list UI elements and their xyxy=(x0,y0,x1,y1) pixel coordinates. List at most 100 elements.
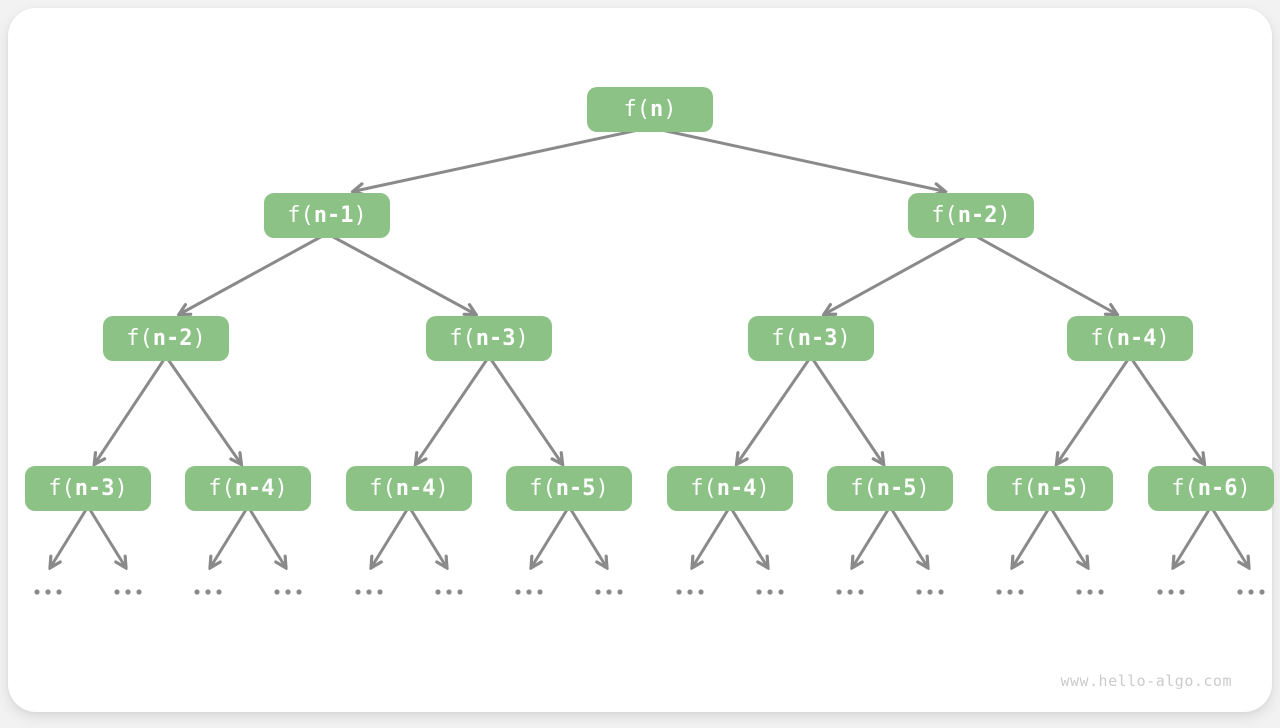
ellipsis-edge xyxy=(531,505,571,569)
node-label-suffix: ) xyxy=(997,202,1011,228)
ellipsis-dot xyxy=(537,589,543,595)
ellipsis-dot xyxy=(927,589,933,595)
tree-edge xyxy=(1128,355,1205,465)
watermark: www.hello-algo.com xyxy=(1060,672,1232,690)
node-label-arg: n-1 xyxy=(313,202,354,228)
tree-edge xyxy=(94,355,168,465)
ellipsis-dot xyxy=(34,589,40,595)
ellipsis-edge xyxy=(371,505,411,569)
ellipsis-dot xyxy=(526,589,532,595)
tree-edge xyxy=(164,355,241,465)
tree-node-n6: f(n-4) xyxy=(1067,315,1193,361)
ellipsis-dot xyxy=(457,589,463,595)
ellipsis-edge xyxy=(50,505,90,569)
node-label-prefix: f( xyxy=(850,475,877,501)
node-label-suffix: ) xyxy=(192,325,206,351)
ellipsis-edge xyxy=(852,505,892,569)
tree-node-n1: f(n-1) xyxy=(264,192,390,238)
ellipsis-dot xyxy=(698,589,704,595)
tree-node-n7: f(n-3) xyxy=(25,465,151,511)
ellipsis-dot xyxy=(296,589,302,595)
node-label-arg: n-3 xyxy=(797,325,838,351)
ellipsis-dot xyxy=(756,589,762,595)
diagram-card: f(n)f(n-1)f(n-2)f(n-2)f(n-3)f(n-3)f(n-4)… xyxy=(8,8,1274,712)
tree-node-n3: f(n-2) xyxy=(103,315,229,361)
ellipsis-edge xyxy=(728,505,768,569)
node-label-prefix: f( xyxy=(126,325,153,351)
ellipsis-dot xyxy=(446,589,452,595)
ellipsis xyxy=(114,589,142,595)
ellipsis-dot xyxy=(595,589,601,595)
ellipsis xyxy=(1076,589,1104,595)
ellipsis-edge xyxy=(1173,505,1213,569)
node-label-suffix: ) xyxy=(756,475,770,501)
node-label-prefix: f( xyxy=(771,325,798,351)
tree-node-n5: f(n-3) xyxy=(748,315,874,361)
node-label-arg: n-2 xyxy=(152,325,193,351)
tree-edge xyxy=(736,355,813,465)
node-label-suffix: ) xyxy=(114,475,128,501)
ellipsis-dot xyxy=(45,589,51,595)
ellipsis xyxy=(916,589,944,595)
ellipsis-edge xyxy=(692,505,732,569)
ellipsis-dot xyxy=(56,589,62,595)
ellipsis xyxy=(34,589,62,595)
node-label-prefix: f( xyxy=(48,475,75,501)
ellipsis-edge xyxy=(86,505,126,569)
tree-edge xyxy=(1056,355,1132,465)
ellipsis xyxy=(515,589,543,595)
ellipsis-dot xyxy=(847,589,853,595)
tree-node-n0: f(n) xyxy=(587,86,713,132)
node-label-suffix: ) xyxy=(274,475,288,501)
ellipsis-dot xyxy=(1237,589,1243,595)
ellipsis-dot xyxy=(366,589,372,595)
ellipsis-dot xyxy=(676,589,682,595)
tree-node-n9: f(n-4) xyxy=(346,465,472,511)
ellipsis-dot xyxy=(274,589,280,595)
ellipsis xyxy=(1237,589,1265,595)
node-label-arg: n-5 xyxy=(555,475,596,501)
ellipsis-dot xyxy=(125,589,131,595)
node-label-prefix: f( xyxy=(449,325,476,351)
ellipsis xyxy=(435,589,463,595)
ellipsis-dot xyxy=(377,589,383,595)
ellipsis-edge xyxy=(246,505,286,569)
ellipsis xyxy=(274,589,302,595)
node-label-arg: n-6 xyxy=(1197,475,1238,501)
node-label-prefix: f( xyxy=(529,475,556,501)
node-label-arg: n-2 xyxy=(957,202,998,228)
ellipsis-edge xyxy=(1012,505,1052,569)
ellipsis-dot xyxy=(1248,589,1254,595)
tree-edge xyxy=(353,126,651,192)
tree-edge xyxy=(970,232,1117,315)
node-label-suffix: ) xyxy=(916,475,930,501)
tree-edge xyxy=(326,232,476,315)
ellipsis-dot xyxy=(1098,589,1104,595)
ellipsis xyxy=(595,589,623,595)
tree-node-n11: f(n-4) xyxy=(667,465,793,511)
ellipsis-dot xyxy=(194,589,200,595)
tree-node-n12: f(n-5) xyxy=(827,465,953,511)
ellipsis-dot xyxy=(114,589,120,595)
ellipsis-dot xyxy=(355,589,361,595)
node-label-arg: n-5 xyxy=(876,475,917,501)
node-label-prefix: f( xyxy=(623,96,651,122)
node-label-prefix: f( xyxy=(369,475,396,501)
tree-node-n13: f(n-5) xyxy=(987,465,1113,511)
tree-edge xyxy=(179,232,328,315)
node-label-suffix: ) xyxy=(515,325,529,351)
node-label-suffix: ) xyxy=(837,325,851,351)
tree-node-n14: f(n-6) xyxy=(1148,465,1274,511)
ellipsis-edge xyxy=(407,505,447,569)
ellipsis-edge xyxy=(210,505,250,569)
ellipsis-dot xyxy=(687,589,693,595)
ellipsis-dot xyxy=(216,589,222,595)
ellipsis-edge xyxy=(1048,505,1088,569)
ellipsis-dot xyxy=(916,589,922,595)
ellipsis-dot xyxy=(1018,589,1024,595)
node-label-arg: n xyxy=(650,96,664,122)
tree-edge xyxy=(487,355,563,465)
node-label-prefix: f( xyxy=(208,475,235,501)
node-label-prefix: f( xyxy=(287,202,314,228)
